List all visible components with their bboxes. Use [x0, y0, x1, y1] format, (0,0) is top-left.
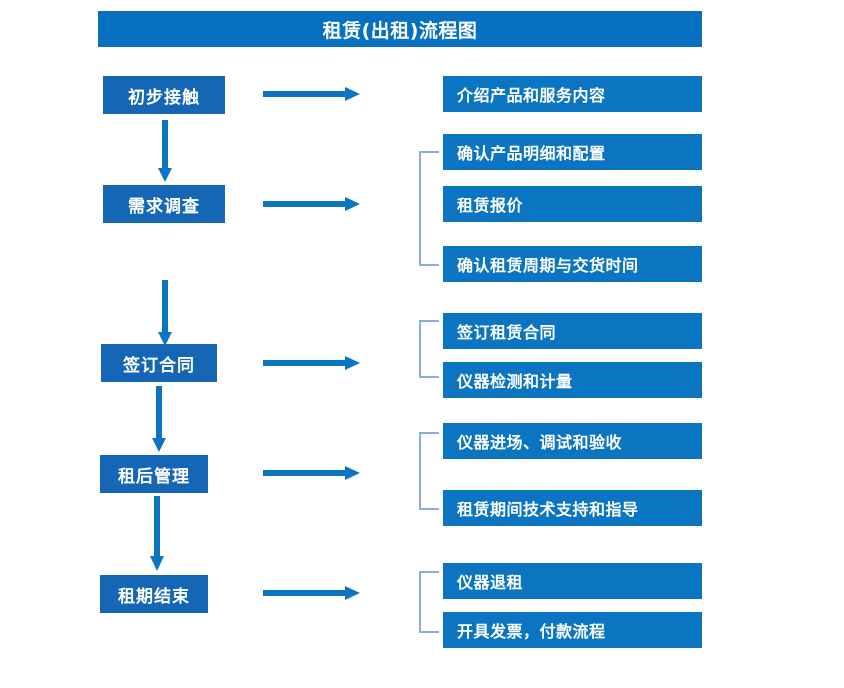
group-bracket-contract	[419, 320, 439, 378]
detail-box-technical-support[interactable]: 租赁期间技术支持和指导	[443, 490, 702, 526]
flow-arrow-down-2	[155, 280, 175, 348]
detail-box-instrument-return[interactable]: 仪器退租	[443, 563, 702, 599]
stage-box-initial-contact[interactable]: 初步接触	[103, 76, 225, 114]
detail-box-instrument-installation[interactable]: 仪器进场、调试和验收	[443, 423, 702, 459]
link-arrow-right-5	[263, 584, 361, 602]
stage-box-post-rental-management[interactable]: 租后管理	[100, 455, 208, 493]
stage-box-sign-contract[interactable]: 签订合同	[101, 344, 217, 382]
detail-box-confirm-product-details[interactable]: 确认产品明细和配置	[443, 134, 702, 170]
link-arrow-right-2	[263, 195, 361, 213]
link-arrow-right-3	[263, 354, 361, 372]
detail-box-rental-quotation[interactable]: 租赁报价	[443, 186, 702, 222]
stage-box-end-of-rental-term[interactable]: 租期结束	[100, 575, 208, 613]
detail-box-sign-rental-contract[interactable]: 签订租赁合同	[443, 313, 702, 349]
group-bracket-post-rental	[419, 432, 439, 510]
flow-arrow-down-4	[147, 496, 167, 574]
flow-arrow-down-3	[149, 386, 169, 454]
detail-box-instrument-testing[interactable]: 仪器检测和计量	[443, 362, 702, 398]
group-bracket-end-of-term	[419, 571, 439, 633]
detail-box-introduce-products[interactable]: 介绍产品和服务内容	[443, 76, 702, 112]
flow-arrow-down-1	[155, 120, 175, 184]
detail-box-invoice-payment[interactable]: 开具发票，付款流程	[443, 612, 702, 648]
page-title: 租赁(出租)流程图	[98, 11, 702, 47]
link-arrow-right-1	[263, 85, 361, 103]
stage-box-needs-survey[interactable]: 需求调查	[103, 185, 225, 223]
group-bracket-needs-survey	[419, 151, 439, 266]
detail-box-confirm-rental-period[interactable]: 确认租赁周期与交货时间	[443, 246, 702, 282]
link-arrow-right-4	[263, 464, 361, 482]
